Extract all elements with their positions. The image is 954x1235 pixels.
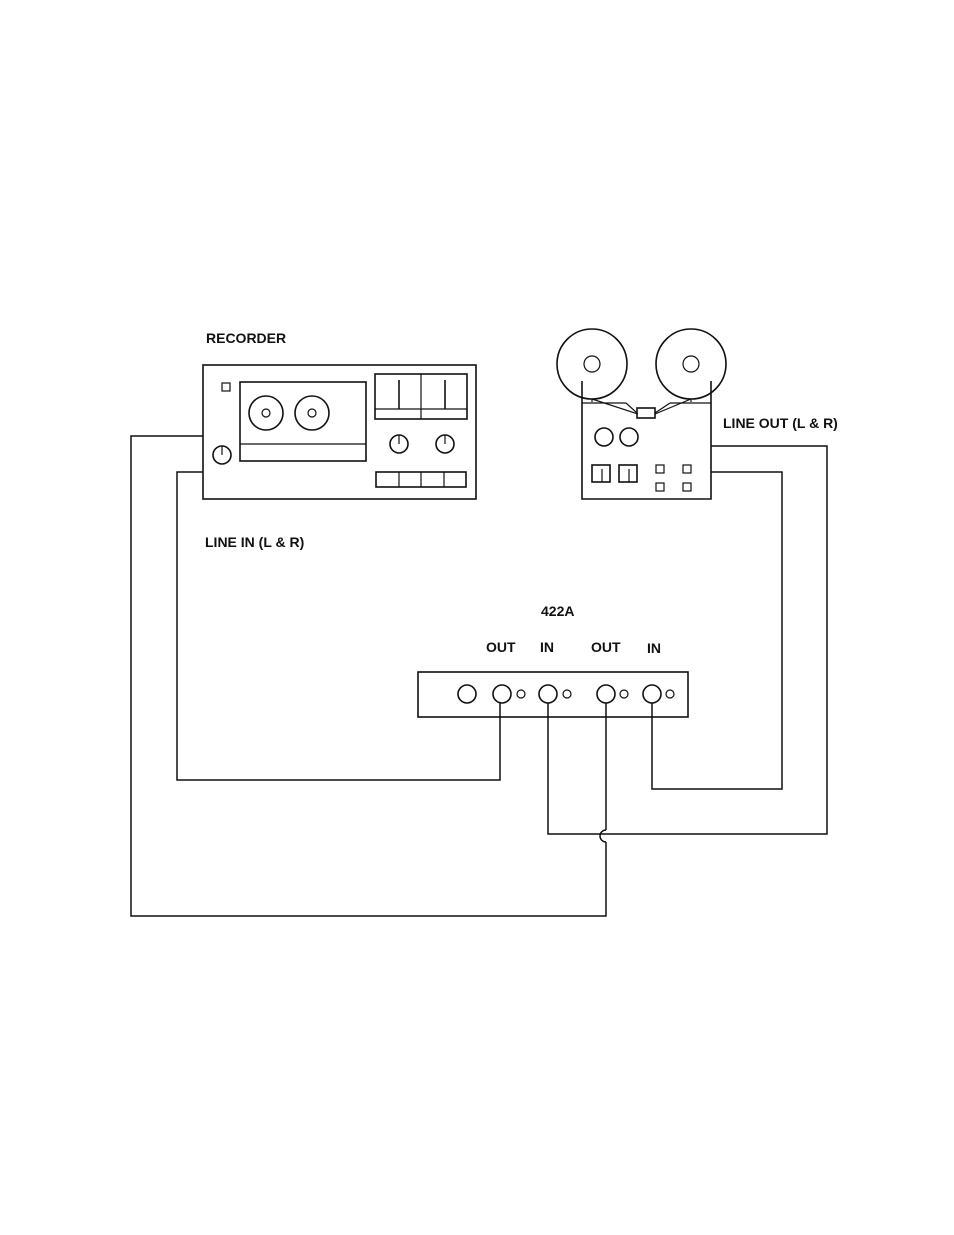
wire-line-out-2 [652,472,782,789]
deck-button-1 [656,465,664,473]
reel-right [656,329,726,399]
tape-head [637,408,655,418]
deck-button-4 [683,483,691,491]
jack-out-2 [597,685,615,703]
unit-control-knob [458,685,476,703]
deck-switch-right [619,465,637,482]
jack-label-out-2: OUT [591,639,621,655]
jack-out-1 [493,685,511,703]
jack-label-in-2: IN [647,640,661,656]
deck-switch-left [592,465,610,482]
reel-left [557,329,627,399]
line-in-label: LINE IN (L & R) [205,534,304,550]
unit-model-label: 422A [541,603,574,619]
deck-button-3 [656,483,664,491]
cassette-reel-right [295,396,329,430]
jack-label-out-1: OUT [486,639,516,655]
wire-line-out-1 [548,446,827,834]
recorder-label: RECORDER [206,330,286,346]
recorder-indicator [222,383,230,391]
jack-label-in-1: IN [540,639,554,655]
wire-line-in-2 [131,436,606,916]
deck-button-2 [683,465,691,473]
jack-in-1 [539,685,557,703]
deck-knob-left [595,428,613,446]
recorder-body [203,365,476,499]
cassette-recorder [203,365,476,499]
reel-to-reel-deck [557,329,726,499]
unit-422a [418,672,688,717]
wire-line-in-1 [177,472,500,780]
cassette-window [240,382,366,461]
deck-knob-right [620,428,638,446]
jack-in-2 [643,685,661,703]
line-out-label: LINE OUT (L & R) [723,415,838,431]
cassette-reel-left [249,396,283,430]
